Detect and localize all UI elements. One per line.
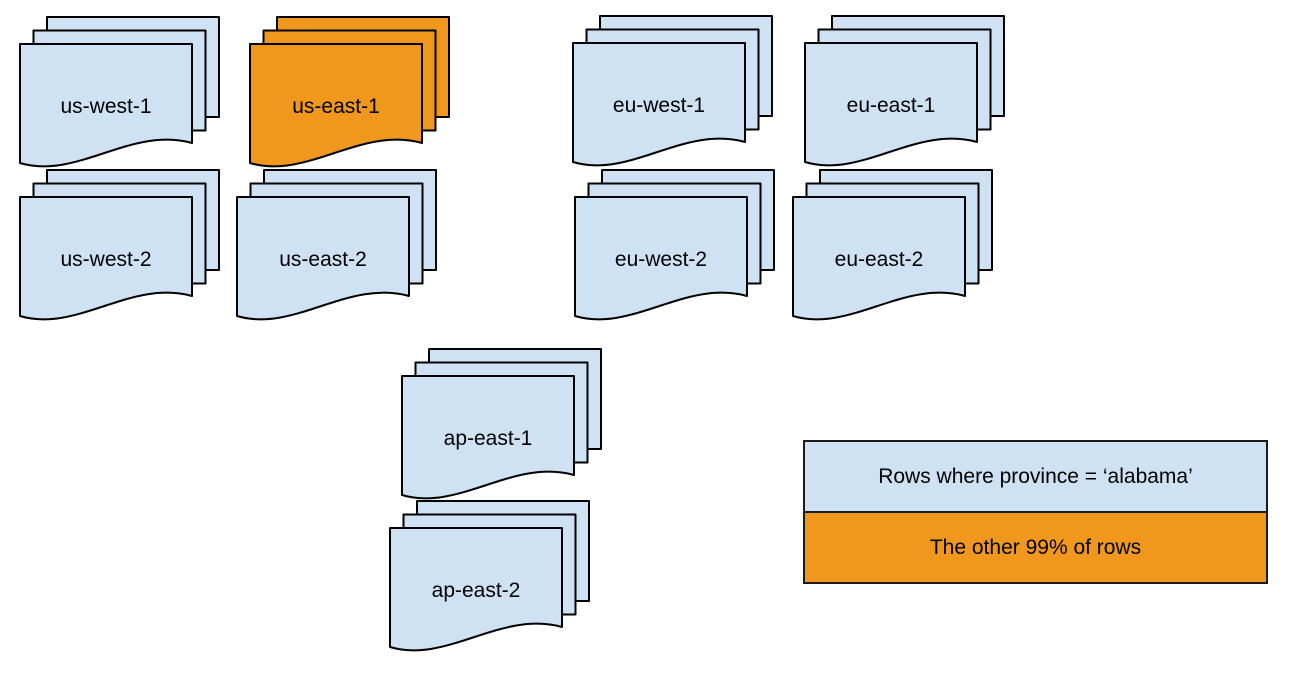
region-stack-ap-east-2: ap-east-2 xyxy=(389,500,591,658)
region-stack-us-east-1: us-east-1 xyxy=(249,16,451,174)
document-stack-icon xyxy=(401,348,602,500)
region-stack-us-west-1: us-west-1 xyxy=(19,16,221,174)
legend-item-label: Rows where province = ‘alabama’ xyxy=(878,464,1193,488)
document-stack-icon xyxy=(574,169,775,321)
document-stack-icon xyxy=(249,16,450,168)
document-stack-icon xyxy=(792,169,993,321)
legend-item-alabama-rows: Rows where province = ‘alabama’ xyxy=(805,442,1266,511)
document-stack-icon xyxy=(236,169,437,321)
region-stack-eu-west-1: eu-west-1 xyxy=(572,15,774,173)
document-stack-icon xyxy=(572,15,773,167)
document-stack-icon xyxy=(804,15,1005,167)
document-stack-icon xyxy=(19,16,220,168)
region-stack-eu-west-2: eu-west-2 xyxy=(574,169,776,327)
legend-item-label: The other 99% of rows xyxy=(929,535,1142,559)
region-stack-eu-east-1: eu-east-1 xyxy=(804,15,1006,173)
legend: Rows where province = ‘alabama’ The othe… xyxy=(803,440,1268,584)
document-stack-icon xyxy=(389,500,590,652)
document-stack-icon xyxy=(19,169,220,321)
region-stack-eu-east-2: eu-east-2 xyxy=(792,169,994,327)
region-stack-us-east-2: us-east-2 xyxy=(236,169,438,327)
region-stack-us-west-2: us-west-2 xyxy=(19,169,221,327)
region-stack-ap-east-1: ap-east-1 xyxy=(401,348,603,506)
legend-item-other-rows: The other 99% of rows xyxy=(805,511,1266,582)
